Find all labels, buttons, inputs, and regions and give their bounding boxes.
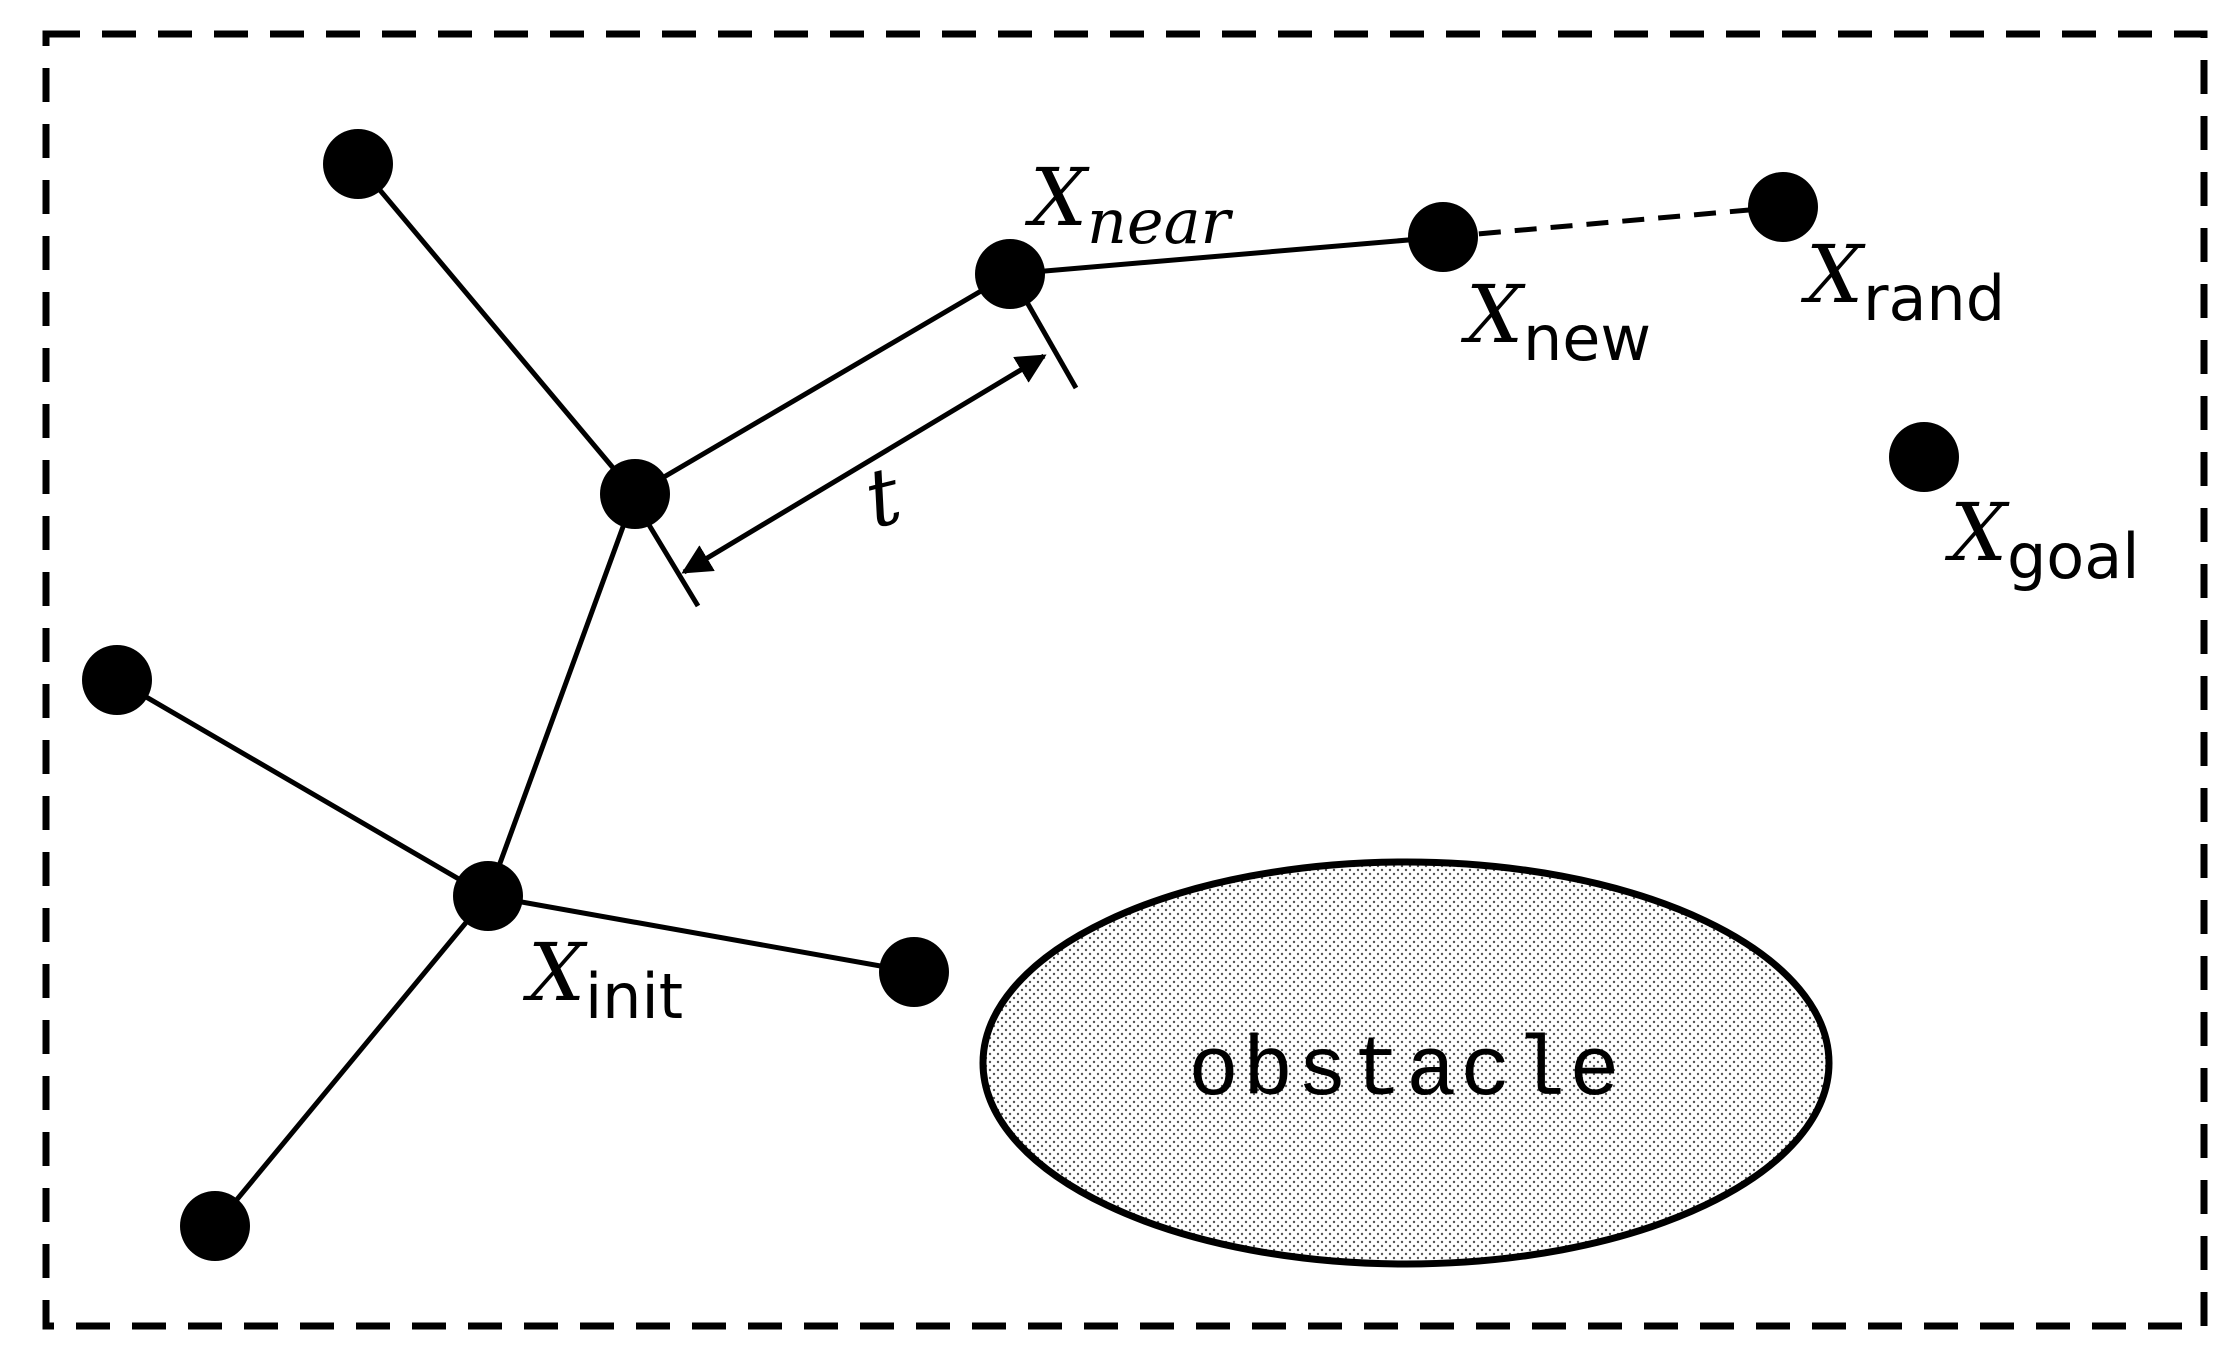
node-goal: [1889, 422, 1959, 492]
dimension-tick-end: [1017, 288, 1079, 390]
edge-init-mid: [485, 493, 638, 897]
obstacle-region: [979, 858, 1833, 1268]
dimension-arrow: [681, 353, 1047, 575]
edge-init-bottomleft: [213, 894, 490, 1228]
label-x-new: Xnew: [1460, 268, 1651, 375]
node-left: [82, 645, 152, 715]
label-x-rand: Xrand: [1800, 228, 2005, 335]
node-near: [975, 239, 1045, 309]
node-right: [879, 937, 949, 1007]
edge-near-new: [1009, 234, 1444, 277]
node-rand: [1748, 172, 1818, 242]
node-new: [1408, 202, 1478, 272]
edge-mid-near: [633, 271, 1012, 497]
step-size-label: t: [856, 448, 911, 546]
edge-mid-top: [356, 162, 637, 496]
label-x-init: Xinit: [522, 926, 683, 1033]
edge-new-rand: [1442, 204, 1784, 240]
label-x-near: Xnear: [1024, 151, 1234, 258]
label-x-goal: Xgoal: [1944, 486, 2139, 593]
node-mid: [600, 459, 670, 529]
workspace-boundary: [42, 30, 2208, 1330]
edge-init-left: [115, 677, 490, 899]
node-init: [453, 861, 523, 931]
node-top: [323, 129, 393, 199]
dimension-tick-start: [637, 508, 701, 608]
node-bottomleft: [180, 1191, 250, 1261]
edge-init-right: [487, 893, 915, 975]
obstacle-label: obstacle: [1188, 1025, 1623, 1120]
